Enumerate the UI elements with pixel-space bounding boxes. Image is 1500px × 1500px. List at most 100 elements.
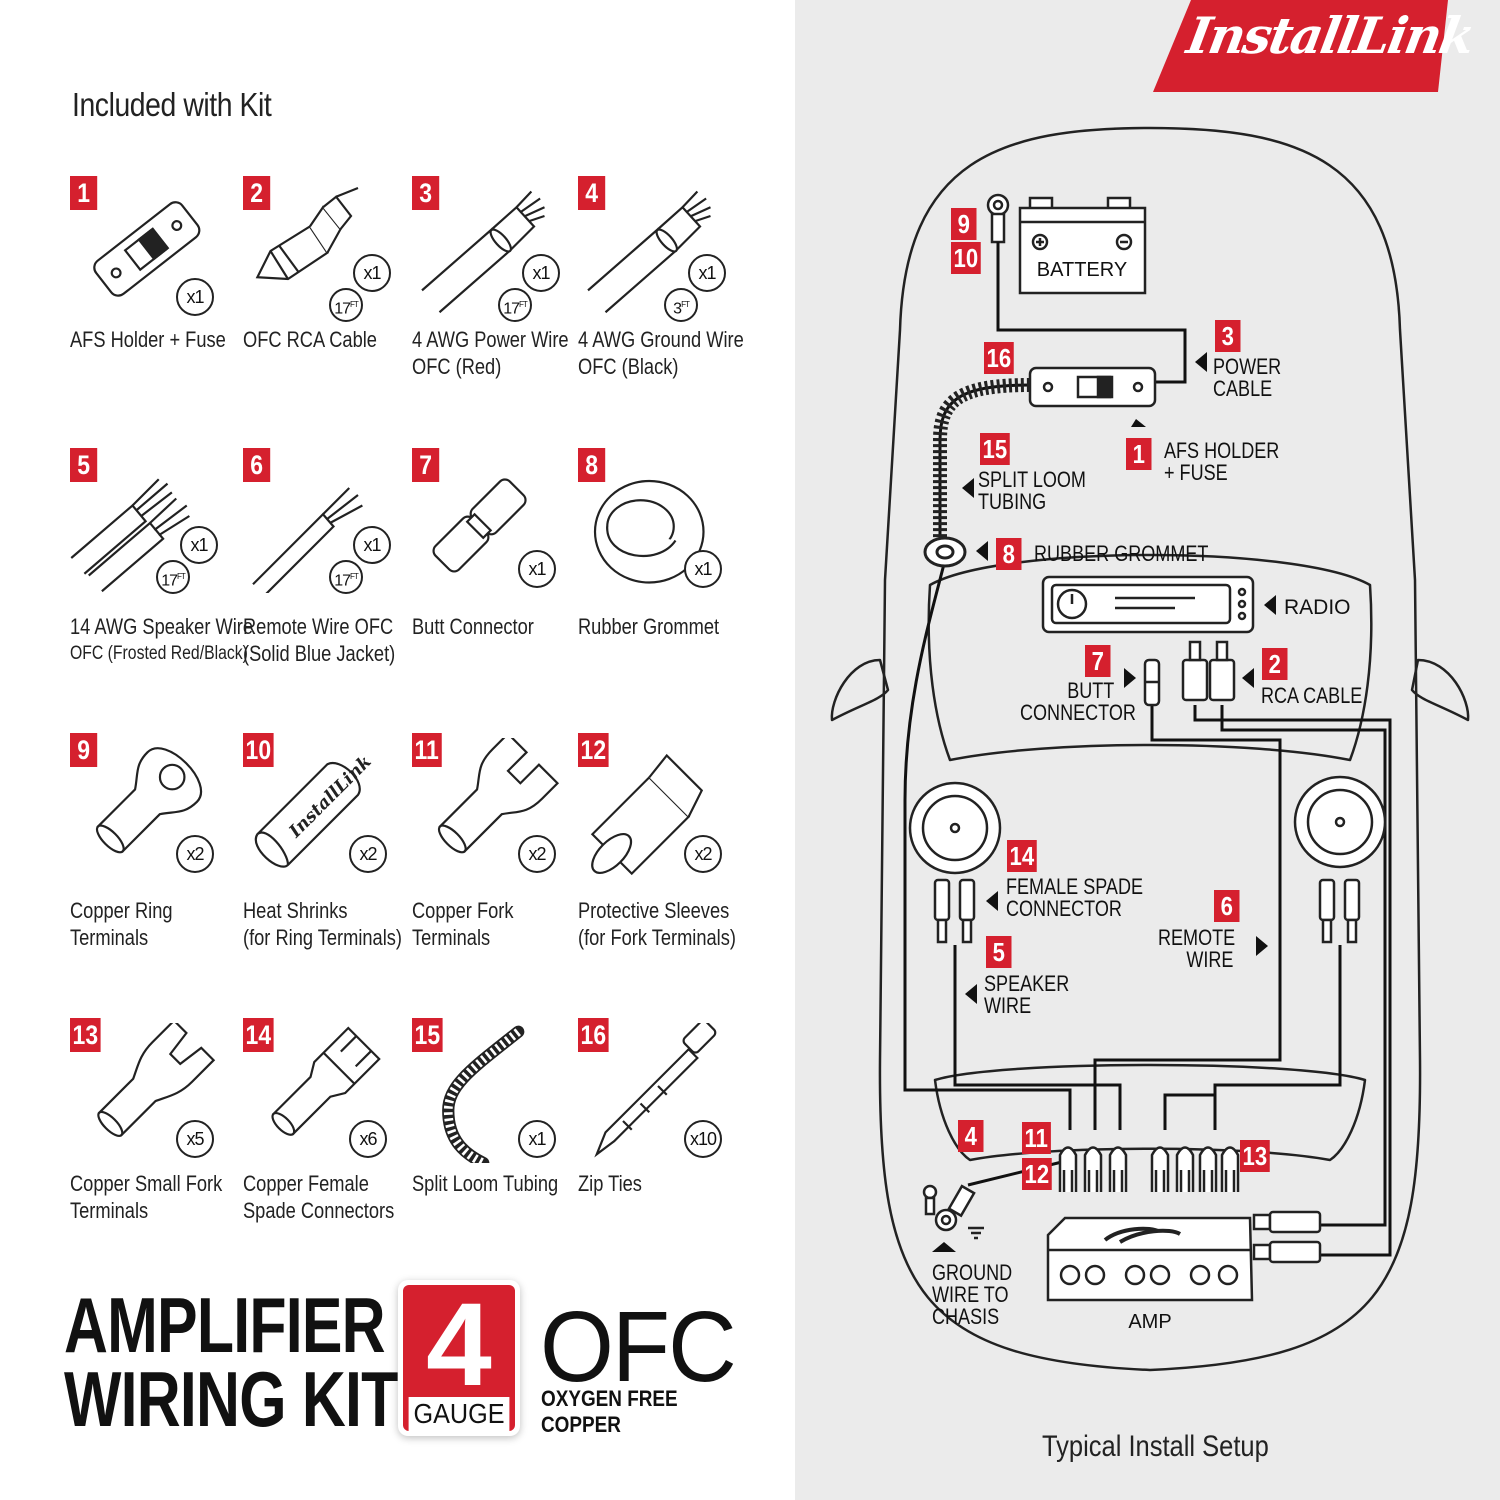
rca-plugs-diagram xyxy=(1181,640,1236,702)
kit-item-illustration xyxy=(70,478,190,593)
kit-item-illustration xyxy=(432,478,527,573)
kit-item-label: Zip Ties xyxy=(578,1171,642,1196)
kit-item-quantity: x10 xyxy=(684,1120,722,1158)
power-cable-wire xyxy=(996,242,1187,384)
kit-item-number: 12 xyxy=(578,733,609,767)
kit-item-length: 17FT xyxy=(498,288,532,322)
kit-item-number: 8 xyxy=(578,448,606,482)
speaker-wire-left xyxy=(953,945,1122,1130)
kit-item-quantity: x5 xyxy=(176,1120,214,1158)
speaker-wire-right xyxy=(1213,945,1342,1130)
power-cable-loom-wire xyxy=(938,383,1031,540)
callout-num-spade: 14 xyxy=(1007,840,1037,872)
power-to-amp-wire xyxy=(903,559,1072,1130)
callout-num-small-fork: 13 xyxy=(1240,1140,1270,1172)
kit-item-illustration xyxy=(93,201,201,297)
kit-item-illustration xyxy=(271,1026,381,1136)
callout-rca: RCA CABLE xyxy=(1261,683,1363,708)
gauge-number: 4 xyxy=(426,1279,492,1411)
kit-item-number: 3 xyxy=(412,176,440,210)
kit-item-number: 5 xyxy=(70,448,98,482)
kit-item-number: 15 xyxy=(412,1018,443,1052)
kit-item-length: 3FT xyxy=(664,288,698,322)
callout-grommet: RUBBER GROMMET xyxy=(1034,541,1209,566)
kit-item-illustration xyxy=(590,753,704,876)
kit-item-illustration xyxy=(97,1023,216,1137)
kit-item-label: Remote Wire OFC(Solid Blue Jacket) xyxy=(243,614,396,666)
kit-item-quantity: x1 xyxy=(684,550,722,588)
kit-item-length: 17FT xyxy=(329,288,363,322)
kit-item-illustration: InstallLink xyxy=(254,752,376,868)
gauge-word: GAUGE xyxy=(408,1397,510,1431)
ring-terminal-diagram xyxy=(986,193,1010,244)
radio-diagram xyxy=(1041,575,1255,634)
battery-label: BATTERY xyxy=(1037,259,1127,281)
kit-item-length: 17FT xyxy=(329,560,363,594)
kit-item-illustration xyxy=(593,479,705,584)
kit-item-quantity: x1 xyxy=(522,254,560,292)
product-title: AMPLIFIER WIRING KIT xyxy=(64,1286,398,1443)
kit-item-number: 9 xyxy=(70,733,98,767)
speaker-left xyxy=(908,781,1002,875)
brand-logo xyxy=(1153,0,1448,92)
title-line-2: WIRING KIT xyxy=(64,1355,398,1443)
kit-heading: Included with Kit xyxy=(72,86,272,123)
amp-label: AMP xyxy=(1128,1311,1171,1333)
kit-item-number: 16 xyxy=(578,1018,609,1052)
speaker-right xyxy=(1293,775,1387,869)
kit-item-label: OFC RCA Cable xyxy=(243,327,377,352)
amp-diagram xyxy=(1046,1210,1322,1302)
kit-item-illustration xyxy=(421,190,545,314)
kit-item-quantity: x1 xyxy=(518,550,556,588)
kit-item-label: Butt Connector xyxy=(412,614,534,639)
callout-num-speaker: 5 xyxy=(986,936,1012,968)
callout-num-ground: 4 xyxy=(958,1120,984,1152)
kit-item-illustration xyxy=(252,487,363,593)
callout-num-afs: 1 xyxy=(1126,438,1152,470)
kit-item-quantity: x1 xyxy=(176,278,214,316)
kit-item-quantity: x1 xyxy=(518,1120,556,1158)
grommet-diagram xyxy=(923,536,967,568)
callout-afs: AFS HOLDER+ FUSE xyxy=(1164,438,1280,485)
callout-num-remote: 6 xyxy=(1214,890,1240,922)
windshield xyxy=(927,553,1373,762)
kit-item-number: 6 xyxy=(243,448,271,482)
fuse-holder-diagram xyxy=(1028,366,1157,408)
rear-window xyxy=(933,1063,1367,1162)
callout-num-ring-b: 10 xyxy=(951,242,981,274)
kit-item-illustration xyxy=(95,747,203,854)
kit-item-quantity: x6 xyxy=(349,1120,387,1158)
car-body-outline xyxy=(878,126,1422,1372)
kit-item-length: 17FT xyxy=(156,560,190,594)
gauge-badge: 4 GAUGE xyxy=(398,1279,520,1436)
rca-wire-b xyxy=(1220,705,1387,1227)
remote-wire xyxy=(1093,705,1282,1130)
kit-item-illustration xyxy=(437,738,560,854)
battery xyxy=(1018,196,1147,295)
kit-item-number: 7 xyxy=(412,448,440,482)
kit-item-label: Heat Shrinks(for Ring Terminals) xyxy=(243,898,402,950)
ofc-subtitle: OXYGEN FREE COPPER xyxy=(541,1386,678,1437)
kit-item-quantity: x1 xyxy=(353,526,391,564)
right-mirror xyxy=(1410,658,1470,722)
kit-item-quantity: x1 xyxy=(688,254,726,292)
callout-num-fuse-holder: 16 xyxy=(984,342,1014,374)
